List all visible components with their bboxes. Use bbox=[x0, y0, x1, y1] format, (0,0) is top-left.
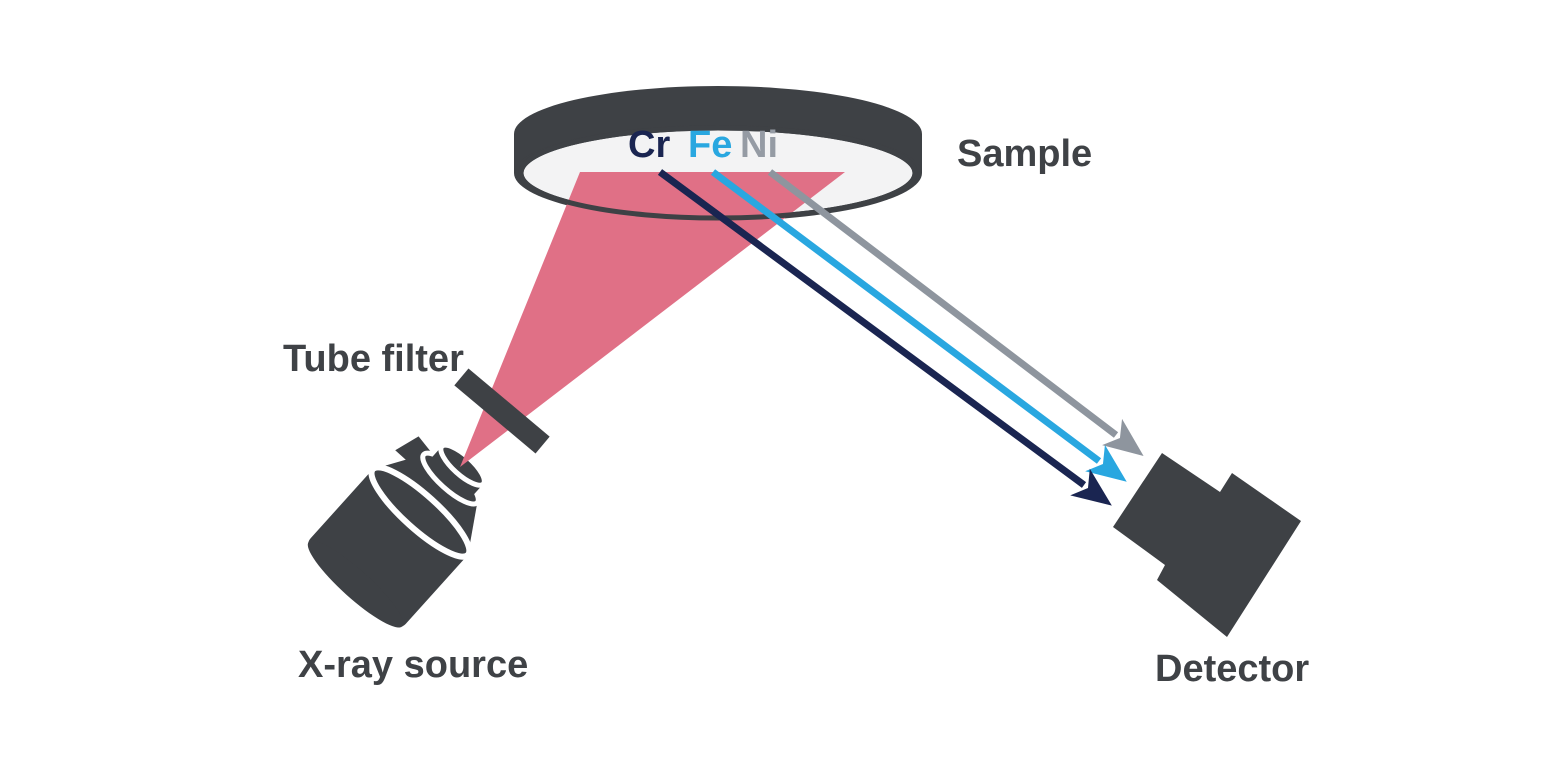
sample-label: Sample bbox=[957, 133, 1092, 175]
xray-source-label: X-ray source bbox=[298, 644, 528, 686]
xray-beam bbox=[460, 172, 845, 467]
detector-device bbox=[1113, 453, 1301, 637]
xray-source-device bbox=[307, 436, 487, 628]
tube-filter-rect bbox=[454, 368, 550, 454]
source-body-seam bbox=[368, 464, 473, 560]
source-body bbox=[308, 469, 468, 628]
ni-fluorescence-ray bbox=[767, 169, 1144, 456]
source-base bbox=[307, 540, 404, 628]
fe-fluorescence-ray bbox=[710, 169, 1127, 482]
element-label-ni: Ni bbox=[740, 124, 778, 166]
tube-filter-label: Tube filter bbox=[283, 338, 464, 380]
element-label-fe: Fe bbox=[688, 124, 732, 166]
detector-label: Detector bbox=[1155, 648, 1309, 690]
cr-fluorescence-ray bbox=[657, 169, 1112, 506]
tube-filter-bar bbox=[454, 368, 550, 454]
element-label-cr: Cr bbox=[628, 124, 670, 166]
